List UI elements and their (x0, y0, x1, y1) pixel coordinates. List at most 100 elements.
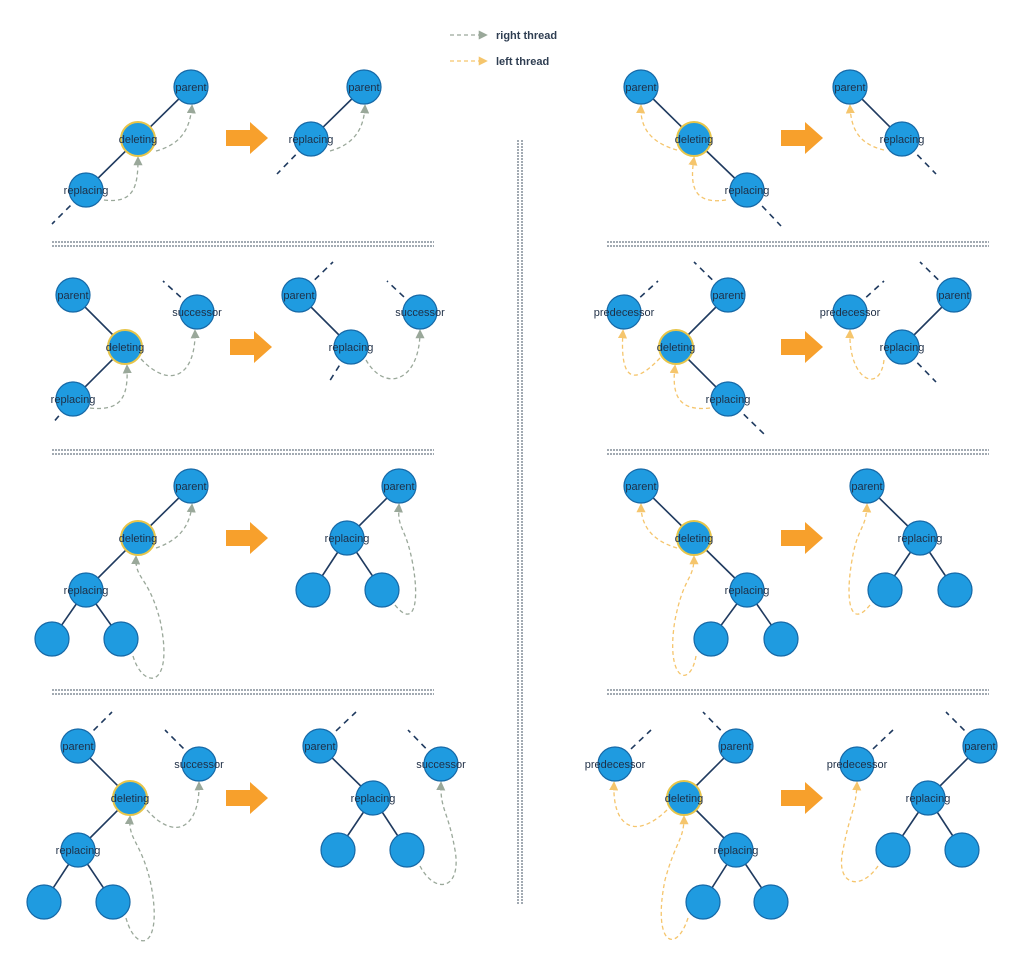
node-replacing: replacing (906, 780, 950, 816)
subtree-stub (623, 280, 659, 313)
node-deleting-label: deleting (675, 533, 714, 545)
node-replacing-label: replacing (56, 845, 101, 857)
node-replacing: replacing (880, 121, 925, 157)
subtree-stub (51, 189, 87, 225)
node-replacing-label: replacing (898, 533, 943, 545)
node-deleting: deleting (675, 121, 714, 157)
node-replacing: replacing (325, 520, 369, 556)
node-leaf (753, 884, 789, 920)
node-leaf (685, 884, 721, 920)
node-deleting-label: deleting (119, 134, 158, 146)
node-parent: parent (832, 69, 868, 105)
subtree-stub (727, 398, 765, 435)
subtree-stub (276, 138, 312, 175)
node-replacing: replacing (706, 381, 750, 417)
node-deleting-label: deleting (675, 134, 714, 146)
node-deleting: deleting (106, 329, 145, 365)
node-parent-label: parent (62, 741, 93, 753)
node-successor: successor (172, 294, 222, 330)
node-parent-label: parent (720, 741, 751, 753)
subtree-stub (746, 189, 782, 227)
left-thread (617, 329, 661, 376)
node-predecessor: predecessor (827, 746, 888, 782)
node-replacing: replacing (64, 172, 108, 208)
node-leaf (693, 621, 729, 657)
subtree-stub (407, 729, 442, 765)
transform-arrow-icon (781, 122, 823, 154)
subtree-stub (298, 261, 334, 296)
node-parent: parent (281, 277, 317, 313)
node-replacing: replacing (329, 329, 373, 365)
right-thread (131, 555, 165, 679)
subtree-stub (386, 280, 421, 313)
subtree-stub (162, 280, 198, 313)
node-parent-label: parent (57, 290, 88, 302)
node-successor-label: successor (174, 759, 224, 771)
node-replacing: replacing (880, 329, 925, 365)
subtree-stub (849, 280, 885, 313)
thread-links (89, 104, 885, 942)
transform-arrow-icon (781, 331, 823, 363)
node-deleting: deleting (665, 780, 704, 816)
node-deleting: deleting (657, 329, 695, 365)
node-parent: parent (173, 69, 209, 105)
node-parent-label: parent (383, 481, 414, 493)
legend-left-thread-label: left thread (496, 56, 549, 68)
transform-arrow-icon (226, 522, 268, 554)
node-parent: parent (962, 728, 998, 764)
node-replacing-label: replacing (289, 134, 334, 146)
node-replacing-label: replacing (880, 134, 925, 146)
node-leaf (937, 572, 973, 608)
node-parent: parent (381, 468, 417, 504)
right-thread (365, 329, 425, 380)
node-leaf (295, 572, 331, 608)
left-thread (840, 781, 879, 883)
transform-arrow-icon (230, 331, 272, 363)
node-replacing: replacing (714, 832, 758, 868)
node-successor-label: successor (395, 307, 445, 319)
transform-arrow-icon (226, 122, 268, 154)
node-deleting: deleting (111, 780, 150, 816)
node-replacing-label: replacing (351, 793, 396, 805)
node-parent: parent (849, 468, 885, 504)
node-leaf (763, 621, 799, 657)
node-leaf (867, 572, 903, 608)
node-leaf (34, 621, 70, 657)
node-replacing-label: replacing (880, 342, 925, 354)
left-thread (609, 781, 668, 828)
node-predecessor: predecessor (820, 294, 881, 330)
node-predecessor-label: predecessor (594, 307, 655, 319)
transform-arrow-icon (226, 782, 268, 814)
node-parent-label: parent (175, 82, 206, 94)
node-deleting-label: deleting (111, 793, 150, 805)
node-parent: parent (936, 277, 972, 313)
node-leaf (103, 621, 139, 657)
tree-nodes: parent deleting replacing parent replacing pa… (26, 69, 998, 920)
node-predecessor-label: predecessor (820, 307, 881, 319)
subtree-stub (919, 261, 955, 296)
separators (52, 140, 989, 905)
node-predecessor: predecessor (585, 746, 646, 782)
node-predecessor-label: predecessor (827, 759, 888, 771)
node-parent: parent (60, 728, 96, 764)
node-parent-label: parent (851, 481, 882, 493)
subtree-stub (614, 729, 652, 765)
node-leaf (875, 832, 911, 868)
node-replacing: replacing (725, 172, 769, 208)
node-replacing-label: replacing (64, 585, 109, 597)
node-deleting-label: deleting (106, 342, 145, 354)
node-leaf (364, 572, 400, 608)
node-parent: parent (346, 69, 382, 105)
node-parent-label: parent (712, 290, 743, 302)
node-deleting: deleting (675, 520, 714, 556)
left-thread (636, 104, 678, 151)
node-parent-label: parent (175, 481, 206, 493)
right-thread (124, 815, 155, 942)
subtree-stub (164, 729, 200, 765)
right-thread (393, 503, 417, 615)
node-deleting: deleting (119, 520, 157, 556)
node-deleting-label: deleting (665, 793, 704, 805)
left-thread (660, 815, 689, 940)
node-parent-label: parent (304, 741, 335, 753)
